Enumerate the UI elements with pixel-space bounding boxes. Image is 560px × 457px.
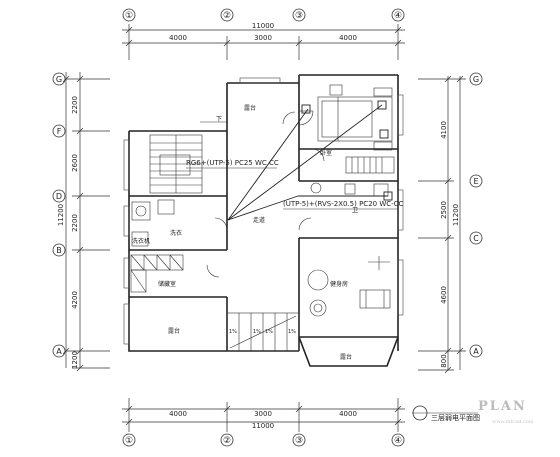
room-label-bath: 卫 [352, 207, 358, 214]
dimension-label: 4100 [440, 121, 448, 139]
laundry-fixtures [131, 199, 175, 247]
stair-step-label: 1% [288, 329, 296, 335]
stair-step-label: 1% [265, 329, 273, 335]
staircase-upper [149, 134, 203, 194]
stair-down-label: 下 [216, 116, 222, 123]
watermark-url: www.mfcad.com [492, 419, 534, 425]
room-label-laundry: 洗衣 [170, 229, 182, 237]
gym-equipment [307, 256, 391, 317]
axis-bubble [52, 344, 66, 358]
drawing-title: 三层弱电平面图 [431, 413, 480, 422]
top-dimensions [122, 24, 405, 60]
storage-shelves [130, 254, 184, 293]
axis-label: B [56, 246, 62, 255]
axis-bubble [220, 433, 234, 447]
axis-bubble [292, 8, 306, 22]
doors [206, 110, 325, 278]
axis-label: ① [125, 11, 133, 21]
dimension-label: 3000 [254, 34, 272, 42]
dimension-label: 4600 [440, 286, 448, 304]
axis-label: D [56, 192, 62, 201]
dimension-label: 2200 [71, 214, 79, 232]
axis-label: G [473, 75, 479, 84]
watermark-plan: PLAN [478, 399, 527, 414]
bottom-dimensions [122, 398, 405, 432]
room-label-balcony-top: 露台 [244, 104, 256, 112]
left-dimensions [62, 72, 110, 372]
cable-annotation: RG6+(UTP-5) PC25 WC CC [186, 159, 279, 167]
staircase-lower [226, 312, 300, 352]
axis-bubble [122, 8, 136, 22]
dimension-label: 2500 [440, 201, 448, 219]
axis-label: ③ [295, 11, 303, 21]
dimension-label: 1200 [71, 351, 79, 369]
axis-bubble [52, 124, 66, 138]
dimension-label: 4000 [339, 410, 357, 418]
stair-step-label: 1% [253, 329, 261, 335]
dimension-label: 11000 [252, 22, 274, 30]
room-label-balcony-bottom-right: 露台 [340, 353, 352, 361]
stair-step-label: 1% [229, 329, 237, 335]
axis-label: C [473, 234, 479, 243]
axis-bubble [391, 8, 405, 22]
dimension-label: 11000 [252, 422, 274, 430]
axis-bubble [469, 72, 483, 86]
room-label-bedroom: 卧室 [320, 149, 332, 157]
axis-label: A [56, 347, 62, 356]
wiring [227, 100, 393, 221]
axis-bubble [469, 231, 483, 245]
axis-bubble [292, 433, 306, 447]
dimension-label: 2600 [71, 154, 79, 172]
dimension-label: 4200 [71, 291, 79, 309]
bath-fixtures [310, 156, 395, 197]
axis-bubble [469, 344, 483, 358]
dimension-label: 800 [440, 354, 448, 367]
dimension-label: 4000 [169, 410, 187, 418]
cable-annotation: (UTP-5)+(RVS-2X0.5) PC20 WC-CC [283, 200, 404, 208]
axis-label: ① [125, 436, 133, 446]
axis-label: G [56, 75, 62, 84]
windows [123, 77, 404, 345]
room-label-storage: 储藏室 [158, 280, 176, 288]
top-axis [122, 8, 405, 22]
axis-bubble [391, 433, 405, 447]
axis-label: ② [223, 436, 231, 446]
axis-bubble [469, 174, 483, 188]
room-label-gym: 健身房 [330, 280, 348, 288]
dimension-label: 2200 [71, 96, 79, 114]
bed [317, 84, 393, 151]
axis-label: F [57, 127, 62, 136]
axis-bubble [220, 8, 234, 22]
room-label-washer: 洗衣机 [132, 237, 150, 245]
axis-bubble [52, 243, 66, 257]
axis-label: ② [223, 11, 231, 21]
dimension-label: 11200 [57, 204, 65, 226]
axis-label: ④ [394, 436, 402, 446]
axis-label: A [473, 347, 479, 356]
room-label-balcony-bottom-left: 露台 [168, 327, 180, 335]
dimension-label: 3000 [254, 410, 272, 418]
axis-label: ④ [394, 11, 402, 21]
title-block: 三层弱电平面图 PLAN www.mfcad.com [412, 399, 534, 425]
dimension-label: 11200 [452, 204, 460, 226]
axis-bubble [122, 433, 136, 447]
right-dimensions [418, 75, 466, 374]
axis-bubble [52, 189, 66, 203]
axis-bubble [52, 72, 66, 86]
dimension-label: 4000 [339, 34, 357, 42]
axis-label: ③ [295, 436, 303, 446]
room-label-corridor: 走道 [253, 216, 265, 224]
axis-label: E [473, 177, 478, 186]
dimension-label: 4000 [169, 34, 187, 42]
